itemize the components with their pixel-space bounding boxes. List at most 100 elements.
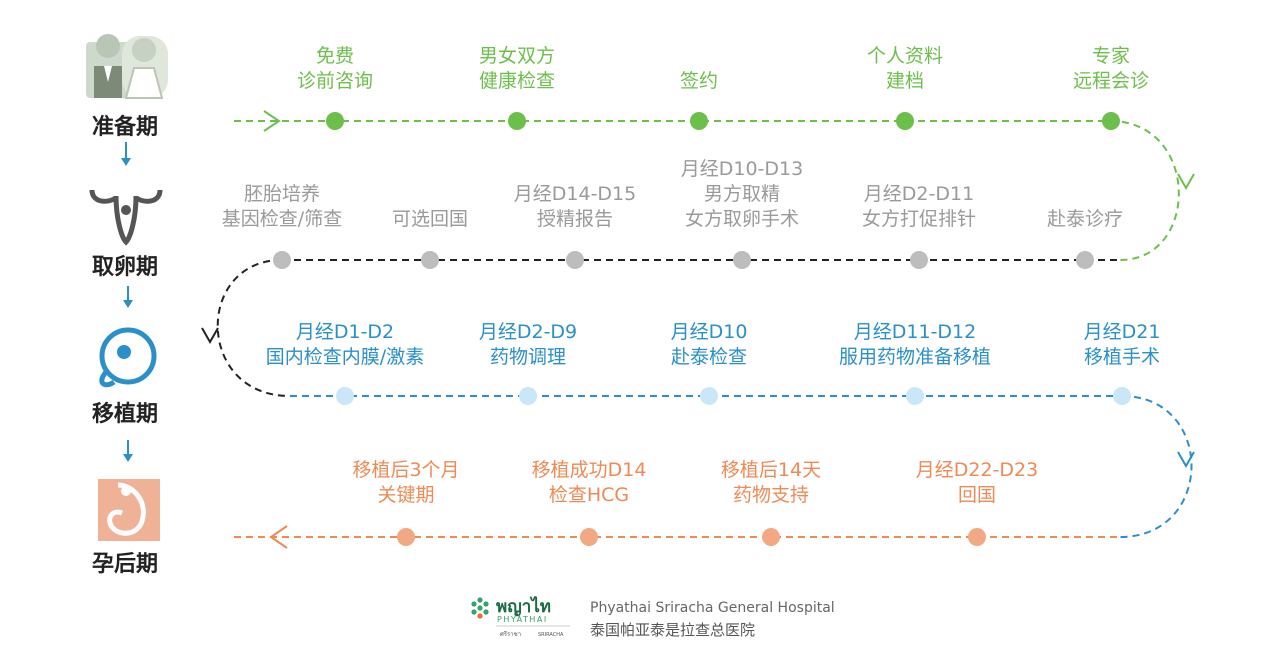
step-label: 月经D2-D11 女方打促排针 — [862, 182, 976, 232]
timeline-dot — [968, 528, 986, 546]
step-label-line: 移植后14天 — [720, 459, 822, 481]
pregnancy-icon — [98, 479, 160, 541]
timeline-dot — [397, 528, 415, 546]
step-label: 月经D11-D12 服用药物准备移植 — [839, 320, 991, 370]
step-label-line: 女方打促排针 — [861, 208, 977, 230]
step-label-line: 月经D10 — [670, 321, 748, 343]
step-label: 月经D21 移植手术 — [1084, 320, 1161, 370]
step-label-line: 月经D1-D2 — [295, 321, 395, 343]
step-label: 移植后3个月关键期 — [352, 458, 459, 508]
logo-en-text: PHYATHAI — [497, 615, 548, 624]
timeline-dot — [762, 528, 780, 546]
step-label: 可选回国 — [392, 207, 468, 232]
step-label-line: 授精报告 — [536, 208, 614, 230]
step-label: 男女双方健康检查 — [479, 44, 555, 94]
phase-title-prep: 准备期 — [91, 115, 158, 140]
uterus-icon — [89, 189, 163, 246]
step-label-line: 关键期 — [377, 484, 435, 506]
step-label-line: 回国 — [957, 484, 997, 506]
timeline-dot — [326, 112, 344, 130]
orange-end-arrow — [269, 525, 288, 549]
timeline-dot — [1113, 387, 1131, 405]
step-label: 月经D1-D2 国内检查内膜/激素 — [266, 320, 424, 370]
timeline-dot — [519, 387, 537, 405]
step-label-line: 药物支持 — [732, 484, 809, 506]
step-label-line: 胚胎培养 — [243, 183, 320, 205]
timeline-dot — [273, 251, 291, 269]
timeline-dot — [1076, 251, 1094, 269]
step-label-line: 月经D2-D11 — [863, 183, 975, 205]
logo-thai-text: พญาไท — [496, 596, 551, 617]
gray-curve — [216, 259, 291, 397]
step-label: 签约 — [680, 69, 718, 94]
step-label-line: 国内检查内膜/激素 — [265, 346, 425, 368]
step-label-line: 月经D21 — [1083, 321, 1161, 343]
step-label: 月经D14-D15 授精报告 — [514, 182, 636, 232]
timeline-dot — [733, 251, 751, 269]
step-label-line: 健康检查 — [478, 70, 556, 92]
step-label: 月经D22-D23 回国 — [916, 458, 1038, 508]
logo-mark-icon — [471, 597, 489, 619]
timeline-dot — [421, 251, 439, 269]
phase-title-egg: 取卵期 — [91, 255, 158, 280]
phase-title-transfer: 移植期 — [91, 402, 158, 427]
step-label-line: 个人资料 — [866, 45, 944, 67]
logo-sub-thai: ศรีราชา — [500, 630, 521, 638]
step-label-line: 免费 — [315, 45, 355, 67]
step-label-line: 赴泰诊疗 — [1046, 208, 1124, 230]
timeline-dot — [906, 387, 924, 405]
step-label-line: 移植后3个月 — [352, 459, 460, 481]
timeline-dot — [508, 112, 526, 130]
step-label-line: 专家 — [1091, 45, 1131, 67]
phase-arrows — [121, 142, 133, 462]
blue-curve-arrow — [1177, 451, 1195, 469]
step-label-line: 签约 — [679, 70, 719, 92]
timeline-dot — [566, 251, 584, 269]
timeline-dot — [700, 387, 718, 405]
step-label-line: 男女双方 — [478, 45, 556, 67]
green-start-arrow — [263, 110, 281, 132]
hospital-logo: พญาไท PHYATHAI ศรีราชา SRIRACHA — [471, 596, 570, 638]
step-label: 专家远程会诊 — [1073, 44, 1149, 94]
step-label-line: 月经D22-D23 — [915, 459, 1039, 481]
step-label-line: 检查HCG — [548, 484, 630, 506]
step-label-line: 月经D14-D15 — [513, 183, 637, 205]
hospital-name-cn: 泰国帕亚泰是拉查总医院 — [590, 621, 756, 639]
step-label-line: 诊前咨询 — [296, 70, 374, 92]
step-label-line: 药物调理 — [489, 346, 567, 368]
couple-icon — [86, 34, 168, 99]
green-curve — [1109, 120, 1180, 261]
step-label-line: 赴泰检查 — [670, 346, 747, 368]
step-label-line: 可选回国 — [391, 208, 469, 230]
step-label: 月经D10 赴泰检查 — [671, 320, 748, 370]
step-label-line: 服用药物准备移植 — [838, 346, 992, 368]
step-label-line: 建档 — [885, 70, 925, 92]
timeline-dot — [910, 251, 928, 269]
green-curve-arrow — [1177, 173, 1195, 191]
timeline-dot — [1102, 112, 1120, 130]
step-label-line: 月经D11-D12 — [853, 321, 977, 343]
gray-curve-arrow — [201, 327, 219, 345]
step-label-line: 月经D10-D13 — [680, 158, 804, 180]
step-label: 个人资料建档 — [867, 44, 943, 94]
step-label: 赴泰诊疗 — [1047, 207, 1123, 232]
timeline-dot — [336, 387, 354, 405]
phase-title-pregnancy: 孕后期 — [91, 552, 158, 577]
embryo-icon — [99, 327, 157, 388]
step-label: 免费诊前咨询 — [297, 44, 373, 94]
step-label-line: 移植手术 — [1083, 346, 1160, 368]
timeline-dot — [690, 112, 708, 130]
step-label-line: 基因检查/筛查 — [221, 208, 343, 230]
logo-sub-en: SRIRACHA — [538, 632, 564, 638]
step-label-line: 远程会诊 — [1072, 70, 1150, 92]
step-label: 移植成功D14 检查HCG — [532, 458, 647, 508]
step-label-line: 男方取精 — [703, 183, 781, 205]
blue-curve — [1119, 395, 1193, 538]
step-label: 移植后14天药物支持 — [721, 458, 821, 508]
step-label: 胚胎培养基因检查/筛查 — [222, 182, 342, 232]
step-label-line: 移植成功D14 — [531, 459, 647, 481]
